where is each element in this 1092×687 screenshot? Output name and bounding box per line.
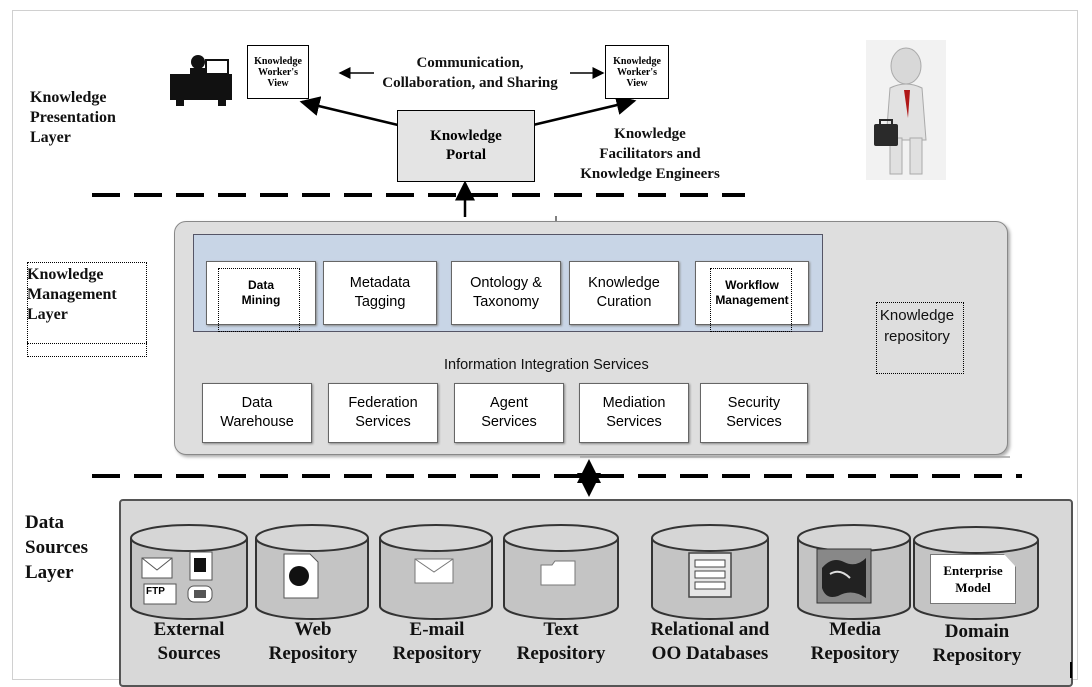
- knowledge-worker-view-right: Knowledge Worker's View: [605, 45, 669, 99]
- knowledge-worker-view-left: Knowledge Worker's View: [247, 45, 309, 99]
- arrow-portal-to-right-view: [532, 95, 637, 127]
- workflow-dotted-box: [710, 268, 792, 332]
- service-data-mining: Data Mining: [206, 261, 316, 325]
- source-label-domain: Domain Repository: [932, 621, 1022, 666]
- management-label-dotted-box: [27, 262, 147, 344]
- arrow-portal-to-left-view: [299, 96, 399, 127]
- businessman-icon: [874, 47, 927, 175]
- web-document-icon: [283, 553, 319, 599]
- management-layer-label: Knowledge Management Layer: [27, 266, 117, 323]
- desk-worker-icon: [170, 55, 232, 106]
- repository-dotted-box: [876, 302, 964, 374]
- service-knowledge-curation: Knowledge Curation: [569, 261, 679, 325]
- source-label-external: External Sources: [153, 619, 225, 664]
- facilitators-label: Knowledge Facilitators and Knowledge Eng…: [580, 126, 720, 182]
- source-label-media: Media Repository: [810, 619, 900, 664]
- service-agent: Agent Services: [454, 383, 564, 443]
- integration-services-label: Information Integration Services: [444, 357, 649, 373]
- enterprise-model-document: Enterprise Model: [930, 554, 1016, 604]
- envelope-icon: [414, 558, 454, 584]
- source-label-text: Text Repository: [516, 619, 606, 664]
- service-ontology-taxonomy: Ontology & Taxonomy: [451, 261, 561, 325]
- presentation-layer-label: Knowledge Presentation Layer: [30, 89, 116, 146]
- communication-label: Communication, Collaboration, and Sharin…: [382, 55, 558, 91]
- service-federation: Federation Services: [328, 383, 438, 443]
- mail-docs-ftp-icon: [141, 551, 213, 605]
- source-label-email: E-mail Repository: [392, 619, 482, 664]
- businessman-figure: [866, 40, 946, 180]
- data-mining-dotted-box: [218, 268, 300, 332]
- service-data-warehouse: Data Warehouse: [202, 383, 312, 443]
- service-security: Security Services: [700, 383, 808, 443]
- ftp-label: FTP: [146, 586, 165, 597]
- service-mediation: Mediation Services: [579, 383, 689, 443]
- knowledge-portal-box: Knowledge Portal: [397, 110, 535, 182]
- folder-icon: [540, 560, 576, 586]
- database-table-icon: [688, 552, 732, 598]
- text-cursor-mark: [1070, 662, 1072, 678]
- media-map-icon: [816, 548, 872, 604]
- source-label-relational: Relational and OO Databases: [650, 619, 770, 664]
- management-label-dotted-extension: [27, 342, 147, 357]
- service-workflow-management: Workflow Management: [695, 261, 809, 325]
- source-label-web: Web Repository: [268, 619, 358, 664]
- data-sources-layer-label: Data Sources Layer: [25, 512, 88, 583]
- service-metadata-tagging: Metadata Tagging: [323, 261, 437, 325]
- knowledge-repository-label: Knowledge repository: [879, 307, 955, 345]
